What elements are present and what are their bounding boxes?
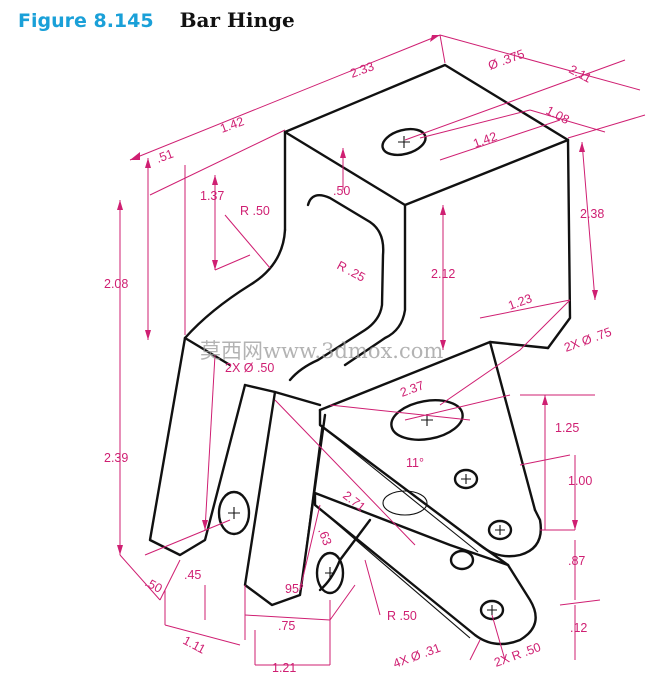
front-body xyxy=(243,383,322,407)
arrowhead xyxy=(117,200,123,210)
small-hole-2 xyxy=(487,519,513,541)
dim-label: 2.33 xyxy=(348,59,376,80)
center-mark xyxy=(461,474,471,484)
center-mark xyxy=(325,567,335,579)
upper-plate xyxy=(318,408,542,558)
dim-label: .51 xyxy=(154,147,175,166)
dim-label: 1.11 xyxy=(181,633,208,656)
top-block-front-edge xyxy=(343,203,407,367)
center-mark xyxy=(487,605,497,615)
top-block-right-edge xyxy=(546,138,572,350)
dim-label: 4X Ø .31 xyxy=(391,641,442,671)
dim-label: 1.37 xyxy=(200,189,224,203)
lower-plate-thickness xyxy=(314,504,471,639)
body-left-curve xyxy=(183,228,287,340)
front-plate xyxy=(243,390,327,607)
small-hole-3 xyxy=(449,549,475,571)
dim-label: 2X Ø .50 xyxy=(225,361,274,375)
arrowhead xyxy=(212,175,218,185)
dim-label: 2.11 xyxy=(567,62,594,85)
dim-label: .50 xyxy=(333,184,350,198)
arrowhead xyxy=(145,330,151,340)
dim-label: 95° xyxy=(285,582,304,596)
arrowheads xyxy=(117,35,598,555)
large-hole-back xyxy=(382,490,428,516)
figure-label: Figure 8.145 xyxy=(18,10,154,32)
right-arm-slope xyxy=(488,340,537,512)
arrowhead xyxy=(145,158,151,168)
arrowhead xyxy=(202,520,208,530)
small-hole-4 xyxy=(479,599,505,621)
dim-label: 1.08 xyxy=(544,103,572,127)
dim-label: .50 xyxy=(143,575,165,596)
dimension-lines xyxy=(119,34,646,666)
front-hole xyxy=(315,551,345,595)
object-outline xyxy=(148,63,572,646)
dim-label: 1.25 xyxy=(555,421,579,435)
dim-label: .63 xyxy=(315,526,334,547)
arrowhead xyxy=(542,395,548,405)
center-mark xyxy=(398,136,410,148)
arrowhead xyxy=(440,205,446,215)
arrowhead xyxy=(592,290,598,300)
arrowhead xyxy=(579,142,585,152)
lower-plate-web xyxy=(478,543,510,567)
figure-header: Figure 8.145 Bar Hinge xyxy=(18,8,295,42)
arrowhead xyxy=(430,35,440,42)
large-hole xyxy=(390,399,464,441)
lower-plate xyxy=(313,491,537,646)
dim-label: 2.38 xyxy=(580,207,604,221)
center-mark xyxy=(421,414,433,426)
figure-title: Bar Hinge xyxy=(179,8,295,32)
dim-label: 1.42 xyxy=(471,129,499,150)
dim-label: .87 xyxy=(568,554,585,568)
dim-label: 2.39 xyxy=(104,451,128,465)
left-block xyxy=(148,336,247,557)
dim-label: 2.37 xyxy=(398,378,426,399)
arrowhead xyxy=(572,520,578,530)
left-block-top xyxy=(183,336,232,367)
dim-label: 2X Ø .75 xyxy=(562,325,613,355)
watermark: 莫西网www.3dmox.com xyxy=(200,339,443,363)
arrowhead xyxy=(117,545,123,555)
center-mark xyxy=(495,525,505,535)
center-marks xyxy=(228,136,505,615)
dim-label: .75 xyxy=(278,619,295,633)
dim-label: R .50 xyxy=(387,609,417,623)
center-mark xyxy=(228,507,240,519)
dim-label: R .25 xyxy=(335,258,368,284)
arrowhead xyxy=(130,152,140,160)
arrowhead xyxy=(340,148,346,158)
dim-label: 1.00 xyxy=(568,474,592,488)
left-hole xyxy=(217,490,251,536)
inner-slot xyxy=(288,194,385,382)
dim-label: 2.12 xyxy=(431,267,455,281)
dim-label: R .50 xyxy=(240,204,270,218)
dim-label: 1.42 xyxy=(218,114,246,135)
top-face xyxy=(283,63,570,207)
arrowhead xyxy=(212,260,218,270)
dim-label: 1.21 xyxy=(272,661,296,675)
arrowhead xyxy=(440,340,446,350)
dim-label: Ø .375 xyxy=(486,47,526,73)
upper-plate-thickness xyxy=(319,424,479,553)
small-hole-1 xyxy=(453,468,479,490)
dim-label: 11° xyxy=(406,456,424,470)
front-plate-inner xyxy=(299,424,323,596)
dim-label: .12 xyxy=(570,621,587,635)
dim-label: .45 xyxy=(184,568,201,582)
dim-label: 2.08 xyxy=(104,277,128,291)
